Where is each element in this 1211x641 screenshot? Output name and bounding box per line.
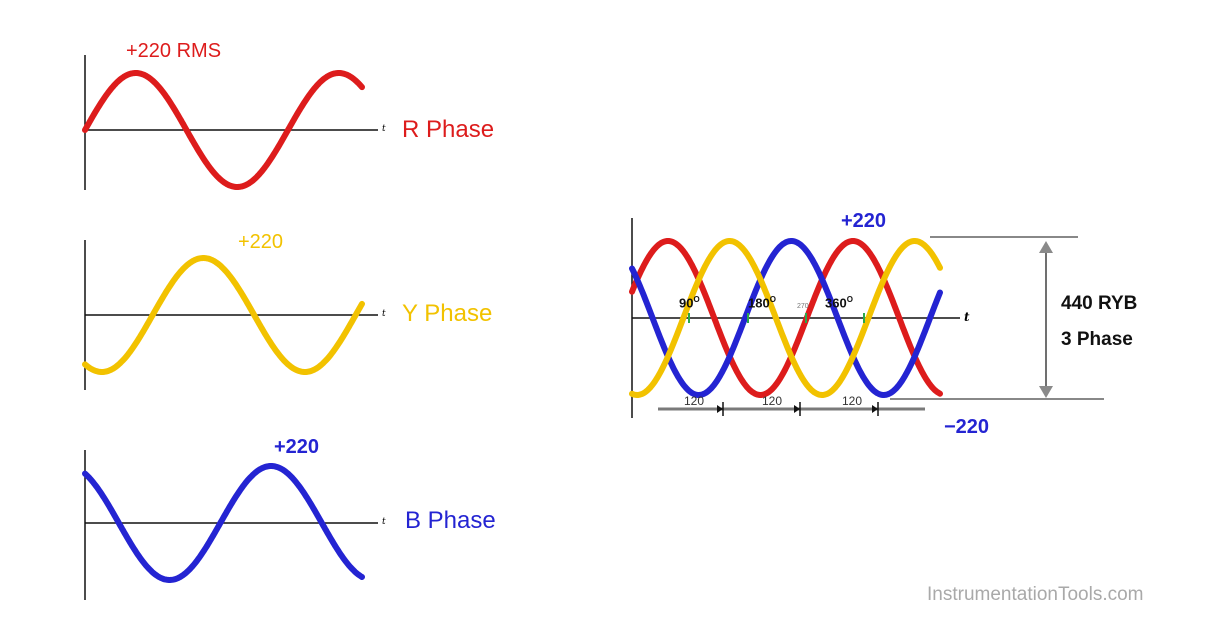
b-phase-wave — [82, 463, 365, 583]
segment-label-1: 120 — [684, 394, 705, 408]
r-phase-axis-t: t — [382, 124, 386, 134]
segment-label-2: 120 — [762, 394, 783, 408]
dimension-arrow-top-head — [1039, 241, 1053, 253]
degree-mark-270: 270 — [797, 303, 809, 310]
y-phase-label: Y Phase — [402, 300, 493, 327]
dimension-arrow-bottom-head — [1039, 386, 1053, 398]
combined-axis-t: t — [964, 310, 970, 324]
combined-peak-label: +220 — [841, 210, 887, 232]
b-phase-label: B Phase — [405, 507, 496, 534]
b-phase-axis-t: t — [382, 517, 386, 527]
combined-trough-label: −220 — [944, 416, 990, 438]
degree-mark-90: 90O — [679, 295, 700, 311]
y-phase-wave — [82, 255, 365, 375]
degree-mark-180: 180O — [748, 295, 776, 311]
r-phase-peak-label: +220 RMS — [126, 40, 222, 62]
total-voltage-label: 440 RYB — [1061, 293, 1138, 314]
segment-label-3: 120 — [842, 394, 863, 408]
y-phase-peak-label: +220 — [238, 231, 284, 253]
segment-arrow-2 — [794, 405, 800, 413]
r-phase-wave — [82, 70, 365, 190]
segment-arrow-3 — [872, 405, 878, 413]
combined-y-wave — [629, 238, 943, 398]
b-phase-peak-label: +220 — [274, 436, 320, 458]
r-phase-label: R Phase — [402, 116, 495, 143]
combined-b-wave — [629, 238, 943, 398]
segment-arrow-1 — [717, 405, 723, 413]
watermark: InstrumentationTools.com — [927, 584, 1144, 605]
degree-mark-360: 360O — [825, 295, 853, 311]
y-phase-axis-t: t — [382, 309, 386, 319]
combined-r-wave — [629, 238, 943, 398]
three-phase-label: 3 Phase — [1061, 329, 1133, 350]
